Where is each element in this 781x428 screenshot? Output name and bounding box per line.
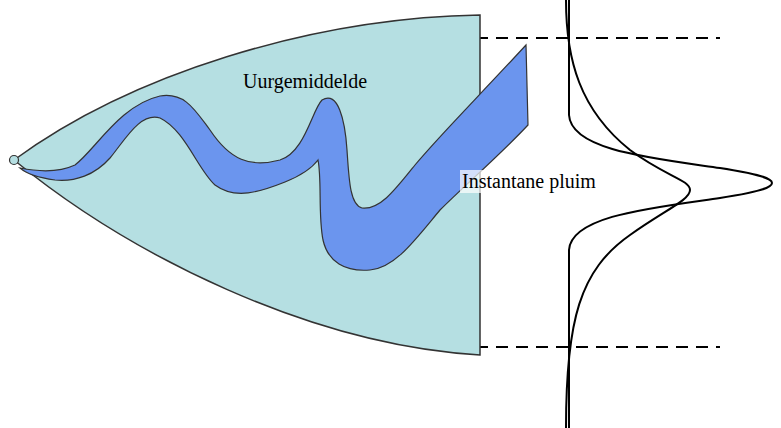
narrow-profile (569, 0, 772, 428)
region-label: Uurgemiddelde (243, 70, 367, 93)
outline-shape (10, 156, 19, 165)
hourly-average-region: UurgemiddeldeInstantane pluim (8, 13, 486, 360)
outline-shape (20, 45, 528, 270)
region-label: Instantane pluim (460, 170, 598, 193)
dashed-boundary (476, 37, 720, 39)
wide-profile (566, 0, 690, 428)
dashed-boundary (476, 346, 720, 348)
